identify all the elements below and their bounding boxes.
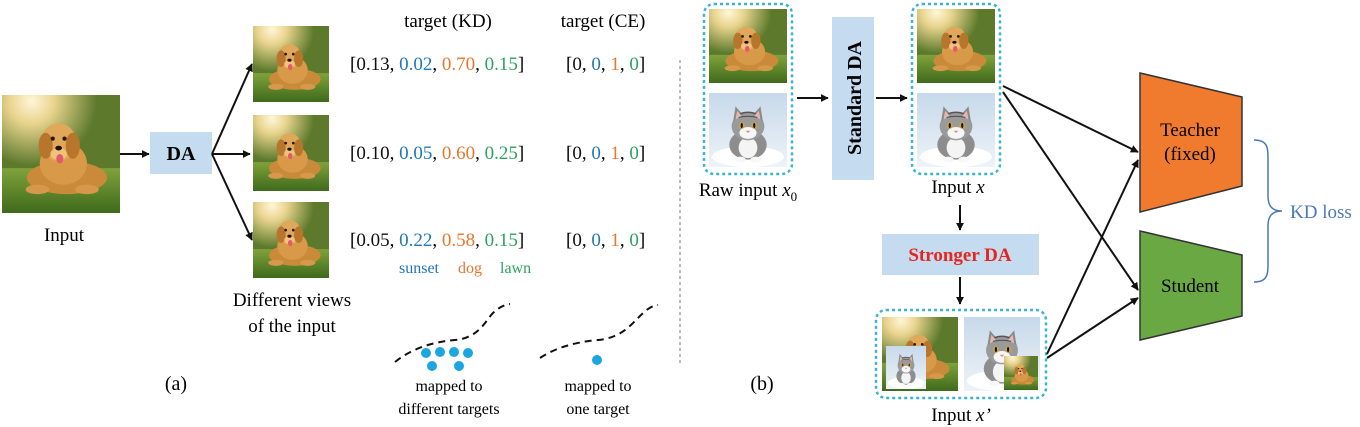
raw-cat-photo-icon	[709, 93, 787, 167]
ce-row-3: [0, 0, 1, 0]	[566, 230, 645, 251]
ce-row-2: [0, 0, 1, 0]	[566, 143, 645, 164]
arrow-input-to-student	[1002, 91, 1139, 291]
arrow-da-to-view1	[211, 63, 253, 155]
pasted-dog-patch-icon	[1004, 356, 1038, 390]
input-dog-photo-icon	[2, 95, 120, 213]
caption-ce-line1: mapped to	[564, 378, 631, 395]
caption-kd-line1: mapped to	[415, 378, 482, 395]
kd-loss-brace	[1253, 139, 1283, 283]
kd-target-dot	[454, 361, 464, 371]
input-cat-photo-icon	[917, 93, 995, 167]
views-label-line2: of the input	[248, 316, 336, 337]
class-name-sunset: sunset	[399, 260, 440, 277]
views-label-line1: Different views	[233, 290, 351, 311]
view1-dog-photo-icon	[253, 26, 329, 102]
manifold-curve-ce	[539, 304, 659, 359]
input-x-frame	[910, 2, 1002, 176]
header-target-kd: target (KD)	[404, 11, 492, 32]
ce-row-1: [0, 0, 1, 0]	[566, 54, 645, 75]
stronger-da-label: Stronger DA	[908, 245, 1012, 266]
input-xprime-frame	[874, 308, 1048, 400]
input-x-label: Input x	[931, 177, 985, 198]
raw-input-label: Raw input x0	[699, 180, 797, 204]
kd-target-dot	[435, 347, 445, 357]
arrow-xprime-to-teacher	[1046, 159, 1139, 355]
caption-ce-line2: one target	[566, 401, 630, 418]
view2-dog-photo-icon	[253, 115, 329, 191]
input-xprime-label: Input x’	[931, 405, 991, 426]
student-label: Student	[1161, 276, 1220, 297]
pasted-cat-patch-icon	[886, 346, 926, 389]
panel-a: Input DA Different views of the input ta…	[2, 11, 659, 418]
kd-target-dot	[427, 361, 437, 371]
kd-row-2: [0.10, 0.05, 0.60, 0.25]	[350, 143, 524, 164]
teacher-label-line1: Teacher	[1160, 120, 1221, 141]
input-dog-photo-icon	[917, 9, 995, 83]
teacher-network-shape	[1139, 72, 1243, 213]
teacher-label-line2: (fixed)	[1164, 144, 1216, 165]
view3-dog-photo-icon	[253, 202, 329, 278]
class-name-lawn: lawn	[500, 260, 531, 277]
header-target-ce: target (CE)	[561, 11, 646, 32]
kd-row-3: [0.05, 0.22, 0.58, 0.15]	[350, 230, 524, 251]
arrow-input-to-teacher	[1002, 85, 1139, 153]
panel-b-label: (b)	[750, 373, 773, 395]
da-label: DA	[167, 143, 196, 165]
kd-row-1: [0.13, 0.02, 0.70, 0.15]	[350, 54, 524, 75]
caption-kd-line2: different targets	[398, 401, 499, 418]
kd-target-dot	[421, 348, 431, 358]
panel-a-label: (a)	[165, 373, 187, 395]
ce-target-dot	[592, 355, 602, 365]
kd-loss-label: KD loss	[1290, 202, 1352, 223]
arrow-da-to-view3	[211, 153, 253, 241]
standard-da-box	[832, 17, 874, 180]
manifold-curve-kd	[394, 303, 511, 363]
class-name-dog: dog	[458, 260, 482, 277]
panel-b: Raw input x0 Standard DA Input x Stronge…	[699, 2, 1352, 426]
raw-input-frame	[702, 2, 794, 176]
da-box	[150, 132, 212, 174]
student-network-shape	[1139, 230, 1243, 341]
raw-dog-photo-icon	[709, 9, 787, 83]
kd-target-dot	[463, 348, 473, 358]
arrow-xprime-to-student	[1046, 297, 1139, 359]
input-label: Input	[44, 225, 85, 246]
standard-da-label: Standard DA	[844, 40, 866, 154]
kd-target-dot	[449, 347, 459, 357]
stronger-da-box	[882, 234, 1039, 275]
